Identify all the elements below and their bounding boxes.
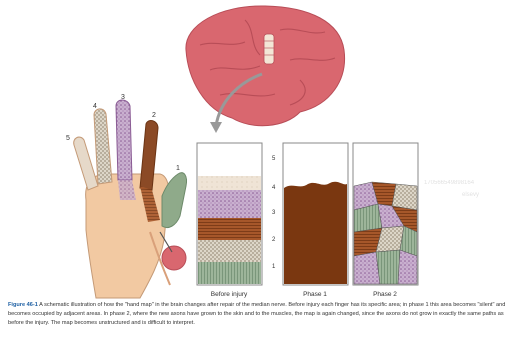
rank-number-labels: 5 4 3 2 1 [272, 156, 276, 270]
rank-label-4: 4 [272, 185, 276, 191]
finger-label-1: 1 [176, 165, 180, 172]
watermark: 170566549898164 elsevy [424, 180, 479, 198]
finger-label-3: 3 [121, 94, 125, 101]
hand-illustration [74, 100, 187, 298]
finger-label-5: 5 [66, 135, 70, 142]
label-phase-1: Phase 1 [303, 291, 327, 298]
brain-illustration [186, 6, 345, 126]
finger-label-2: 2 [152, 112, 156, 119]
watermark-line-2: elsevy [462, 192, 479, 198]
panel-labels: Before injury Phase 1 Phase 2 [211, 291, 398, 298]
panel-phase-2 [353, 143, 418, 285]
rank-label-3: 3 [272, 210, 276, 216]
figure-illustration: 1 2 3 4 5 5 4 3 2 1 [0, 0, 516, 300]
caption-label: Figure 46-1 [8, 302, 38, 308]
panel-before-injury [197, 143, 262, 285]
figure-caption: Figure 46-1 A schematic illustration of … [8, 301, 508, 328]
panel-phase-1 [283, 143, 348, 285]
label-before-injury: Before injury [211, 291, 248, 298]
rank-label-2: 2 [272, 237, 276, 243]
rank-label-1: 1 [272, 264, 276, 270]
caption-text: A schematic illustration of how the "han… [8, 302, 505, 326]
finger-label-4: 4 [93, 103, 97, 110]
watermark-line-1: 170566549898164 [424, 180, 475, 186]
rank-label-5: 5 [272, 156, 276, 162]
label-phase-2: Phase 2 [373, 291, 397, 298]
